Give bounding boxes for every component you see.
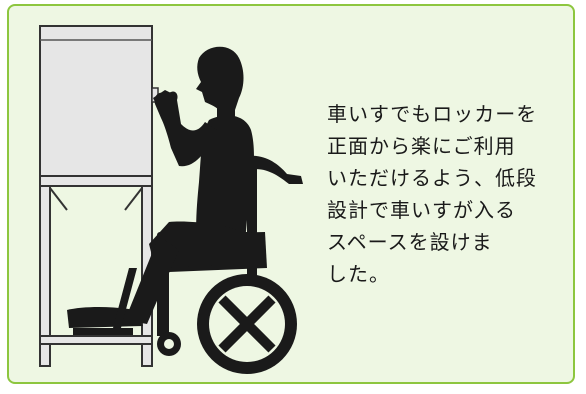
caption-line-4: 設計で車いすが入る (327, 198, 516, 222)
caption-line-1: 車いすでもロッカーを (327, 102, 538, 126)
caption-text: 車いすでもロッカーを 正面から楽にご利用 いただけるよう、低段 設計で車いすが入… (327, 98, 567, 290)
caption-line-6: した。 (327, 262, 390, 286)
info-card: 車いすでもロッカーを 正面から楽にご利用 いただけるよう、低段 設計で車いすが入… (7, 4, 575, 384)
caption-line-3: いただけるよう、低段 (327, 166, 537, 190)
caption-line-2: 正面から楽にご利用 (327, 134, 516, 158)
wheelchair-user-silhouette-icon (67, 46, 303, 374)
wheelchair-locker-illustration (39, 25, 303, 374)
caption-line-5: スペースを設けま (327, 230, 493, 254)
